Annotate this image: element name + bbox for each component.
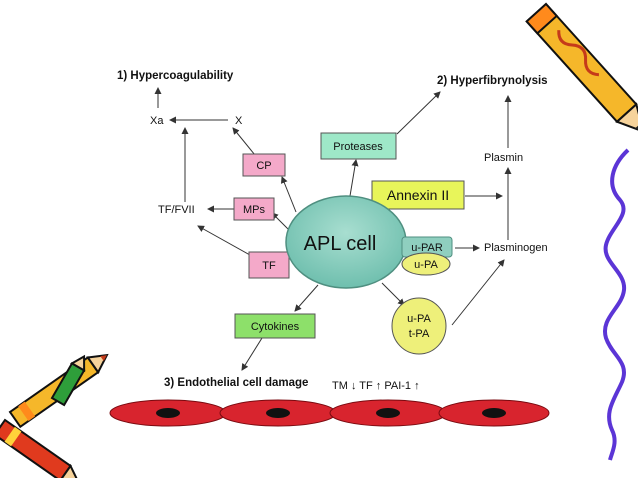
soluble-upa-label: u-PA [407,313,431,325]
box-cp: CP [242,153,286,177]
box-cp-label: CP [256,160,271,172]
heading-endothelial-damage: 3) Endothelial cell damage [164,377,308,389]
box-proteases: Proteases [320,132,397,160]
receptor-upa: u-PA [401,252,451,276]
label-plasminogen: Plasminogen [484,242,548,254]
arrow-cell-to-cytokines [294,284,319,312]
cell-nucleus [156,408,180,418]
endothelial-cell-row [109,399,550,427]
arrow-cell-to-upa-tpa [381,282,405,306]
receptor-upa-label: u-PA [414,259,438,271]
box-annexin: Annexin II [371,180,465,210]
heading-hyperfibrynolysis: 2) Hyperfibrynolysis [437,75,548,87]
box-mps: MPs [233,197,275,221]
arrow-proteases-to-hyperfib [396,91,441,135]
receptor-upar-label: u-PAR [411,242,443,254]
box-mps-label: MPs [243,204,266,216]
soluble-tpa-label: t-PA [409,328,430,340]
receptor-upar: u-PAR [401,236,453,258]
ribbon-decoration-icon [602,148,630,461]
apl-cell: APL cell [285,195,407,289]
box-cytokines-label: Cytokines [251,321,300,333]
box-tf: TF [248,251,290,279]
arrow-cytokines-to-endothelial [241,337,263,371]
box-cytokines: Cytokines [234,313,316,339]
crayons-clipart-icon [0,353,109,483]
cell-nucleus [266,408,290,418]
label-plasmin: Plasmin [484,152,523,164]
arrow-tf-to-tffvii [197,225,251,256]
box-annexin-label: Annexin II [387,187,449,203]
arrow-upa-tpa-to-plasminogen [451,259,505,326]
arrow-cp-to-x [232,127,256,156]
apl-cell-label: APL cell [304,233,377,255]
heading-hypercoagulability: 1) Hypercoagulability [117,70,234,82]
arrow-cell-to-cp [280,176,297,213]
soluble-upa-tpa: u-PA t-PA [391,297,447,355]
pencil-clipart-icon [525,2,638,134]
label-xa: Xa [150,115,164,127]
cell-nucleus [482,408,506,418]
box-proteases-label: Proteases [333,141,383,153]
box-tf-label: TF [262,260,276,272]
label-x: X [235,115,243,127]
arrow-cell-to-mps [271,212,289,230]
arrow-cell-to-proteases [349,159,359,197]
cell-nucleus [376,408,400,418]
label-tf-fvii: TF/FVII [158,204,195,216]
label-markers: TM ↓ TF ↑ PAI-1 ↑ [332,380,420,392]
